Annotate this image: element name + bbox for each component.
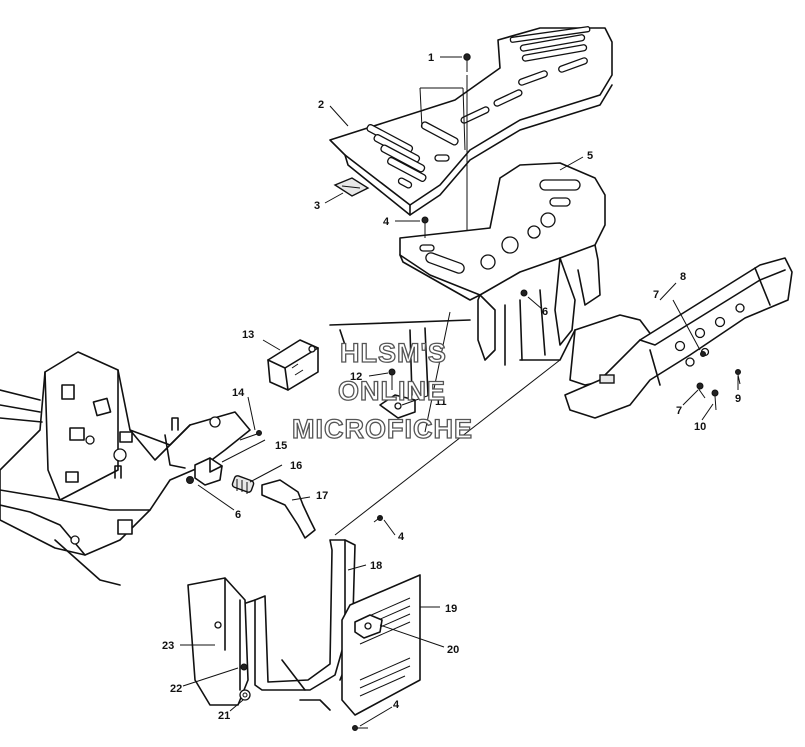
bolt-4-rack xyxy=(421,216,429,238)
callout-17: 17 xyxy=(316,490,328,502)
callout-21: 21 xyxy=(218,710,230,722)
callout-4: 4 xyxy=(383,216,390,228)
reflector-3 xyxy=(333,177,370,197)
callout-13: 13 xyxy=(242,329,254,341)
watermark-line-2: ONLINE xyxy=(338,376,446,406)
upper-rack xyxy=(329,26,613,216)
switch-13 xyxy=(267,339,319,391)
rack-support xyxy=(399,162,606,366)
callout-3: 3 xyxy=(314,200,320,212)
vehicle-frame xyxy=(0,351,251,586)
callout-labels: 1 2 3 4 5 6 7 8 7 9 10 13 12 11 14 15 16… xyxy=(162,52,741,722)
callout-2: 2 xyxy=(318,99,324,111)
bolt-14 xyxy=(239,430,262,441)
callout-11: 11 xyxy=(435,396,447,408)
callout-8: 8 xyxy=(680,271,686,283)
watermark-line-1: HLSM'S xyxy=(340,338,447,368)
fastener-20 xyxy=(354,614,383,639)
side-plate-23 xyxy=(187,577,249,706)
spring-16 xyxy=(231,475,255,494)
watermark-line-3: MICROFICHE xyxy=(292,414,473,444)
callout-12: 12 xyxy=(350,371,362,383)
footrest-frame-18 xyxy=(239,539,356,691)
callout-14: 14 xyxy=(232,387,245,399)
watermark: HLSM'S ONLINE MICROFICHE xyxy=(291,337,473,444)
callout-4-lower: 4 xyxy=(393,699,400,711)
callout-16: 16 xyxy=(290,460,302,472)
callout-5: 5 xyxy=(587,150,593,162)
assembly-guide-lines xyxy=(334,311,561,536)
screw-4-lower xyxy=(352,725,368,731)
callout-15: 15 xyxy=(275,440,287,452)
callout-23: 23 xyxy=(162,640,174,652)
bracket-15 xyxy=(186,457,223,486)
washer-21 xyxy=(239,689,251,701)
callout-19: 19 xyxy=(445,603,457,615)
bolt-1 xyxy=(463,53,471,250)
leader-lines xyxy=(180,56,739,727)
callout-7-lower: 7 xyxy=(676,405,682,417)
callout-7: 7 xyxy=(653,289,659,301)
callout-20: 20 xyxy=(447,644,459,656)
callout-10: 10 xyxy=(694,421,706,433)
callout-4-mid: 4 xyxy=(398,531,405,543)
callout-6: 6 xyxy=(542,306,548,318)
callout-6-lower: 6 xyxy=(235,509,241,521)
screw-4-mid xyxy=(373,515,383,523)
bumper-hardware xyxy=(696,351,741,411)
bumper-8 xyxy=(564,257,793,419)
strap-17 xyxy=(261,479,316,539)
rack-slots xyxy=(366,26,591,189)
plate-11 xyxy=(379,327,429,419)
panel-19 xyxy=(299,574,421,716)
callout-18: 18 xyxy=(370,560,382,572)
callout-1: 1 xyxy=(428,52,434,64)
callout-22: 22 xyxy=(170,683,182,695)
callout-9: 9 xyxy=(735,393,741,405)
